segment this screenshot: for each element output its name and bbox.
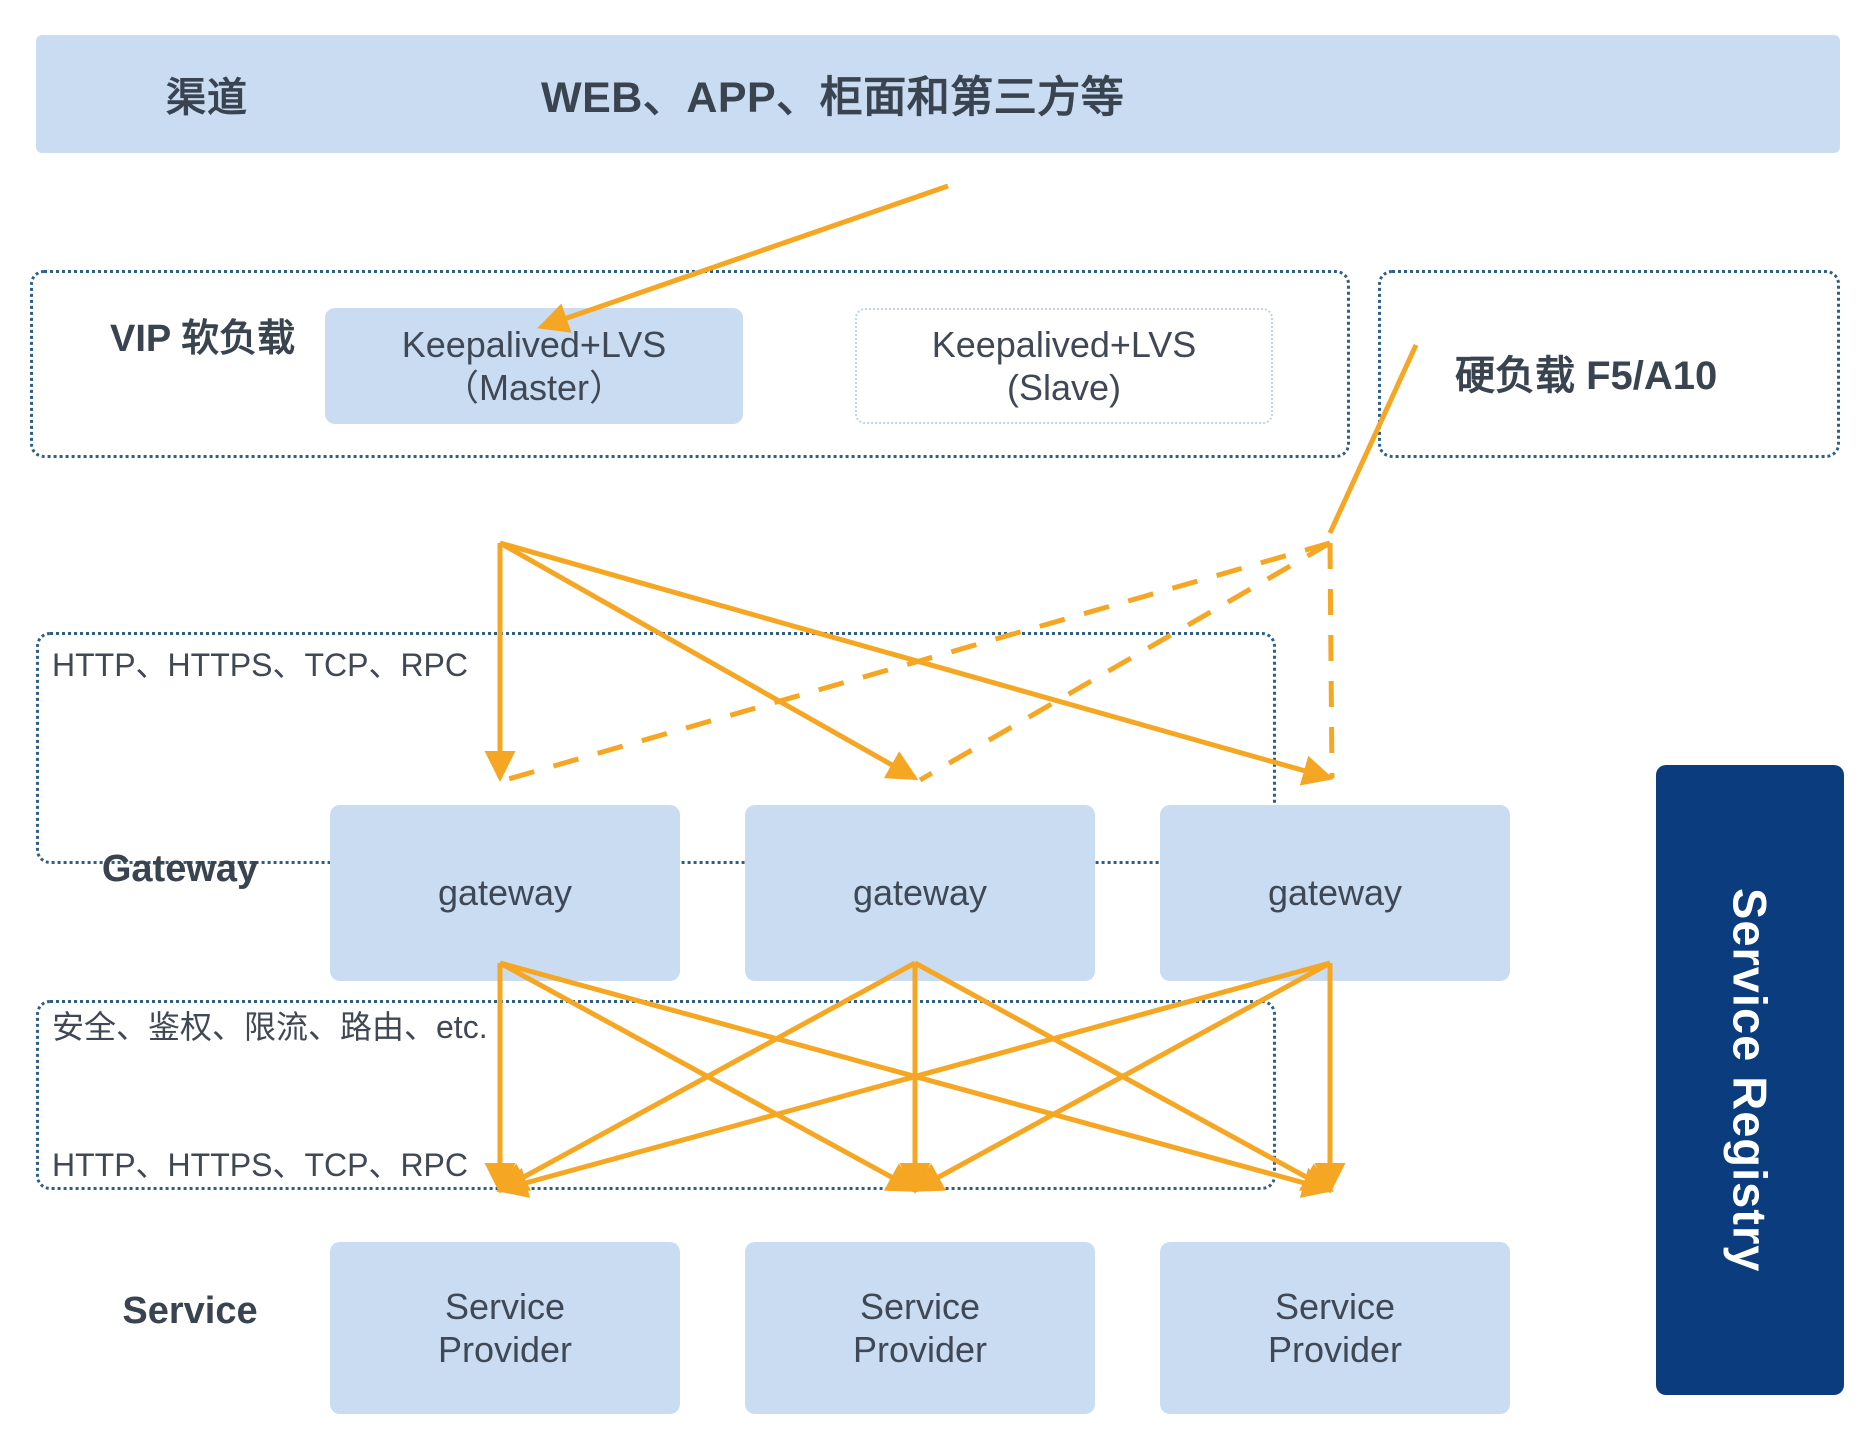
node-service-provider-2[interactable]: Service Provider xyxy=(745,1242,1095,1414)
service-registry-panel[interactable]: Service Registry xyxy=(1656,765,1844,1395)
node-gateway-2-label: gateway xyxy=(853,871,987,914)
service-registry-label: Service Registry xyxy=(1723,888,1778,1272)
service-layer-title: Service xyxy=(80,1290,300,1333)
node-gateway-2[interactable]: gateway xyxy=(745,805,1095,981)
node-keepalived-slave[interactable]: Keepalived+LVS (Slave) xyxy=(855,308,1273,424)
channel-label: 渠道 xyxy=(166,65,248,123)
node-gateway-3-label: gateway xyxy=(1268,871,1402,914)
arrow-hwlb-to-gateway-3 xyxy=(1330,543,1332,778)
channel-band: 渠道 WEB、APP、柜面和第三方等 xyxy=(36,35,1840,153)
node-gateway-1[interactable]: gateway xyxy=(330,805,680,981)
node-keepalived-master-label: Keepalived+LVS （Master） xyxy=(402,323,667,409)
node-service-provider-3[interactable]: Service Provider xyxy=(1160,1242,1510,1414)
hardware-lb-label: 硬负载 F5/A10 xyxy=(1455,343,1717,401)
node-service-provider-1-label: Service Provider xyxy=(438,1285,572,1371)
node-service-provider-1[interactable]: Service Provider xyxy=(330,1242,680,1414)
node-gateway-3[interactable]: gateway xyxy=(1160,805,1510,981)
service-layer-container xyxy=(36,1000,1276,1190)
node-keepalived-slave-label: Keepalived+LVS (Slave) xyxy=(932,323,1197,409)
channel-title: WEB、APP、柜面和第三方等 xyxy=(541,63,1124,125)
node-service-provider-2-label: Service Provider xyxy=(853,1285,987,1371)
gateway-layer-title: Gateway xyxy=(70,848,290,891)
node-gateway-1-label: gateway xyxy=(438,871,572,914)
node-service-provider-3-label: Service Provider xyxy=(1268,1285,1402,1371)
vip-layer-title: VIP 软负载 xyxy=(110,318,270,361)
node-keepalived-master[interactable]: Keepalived+LVS （Master） xyxy=(325,308,743,424)
